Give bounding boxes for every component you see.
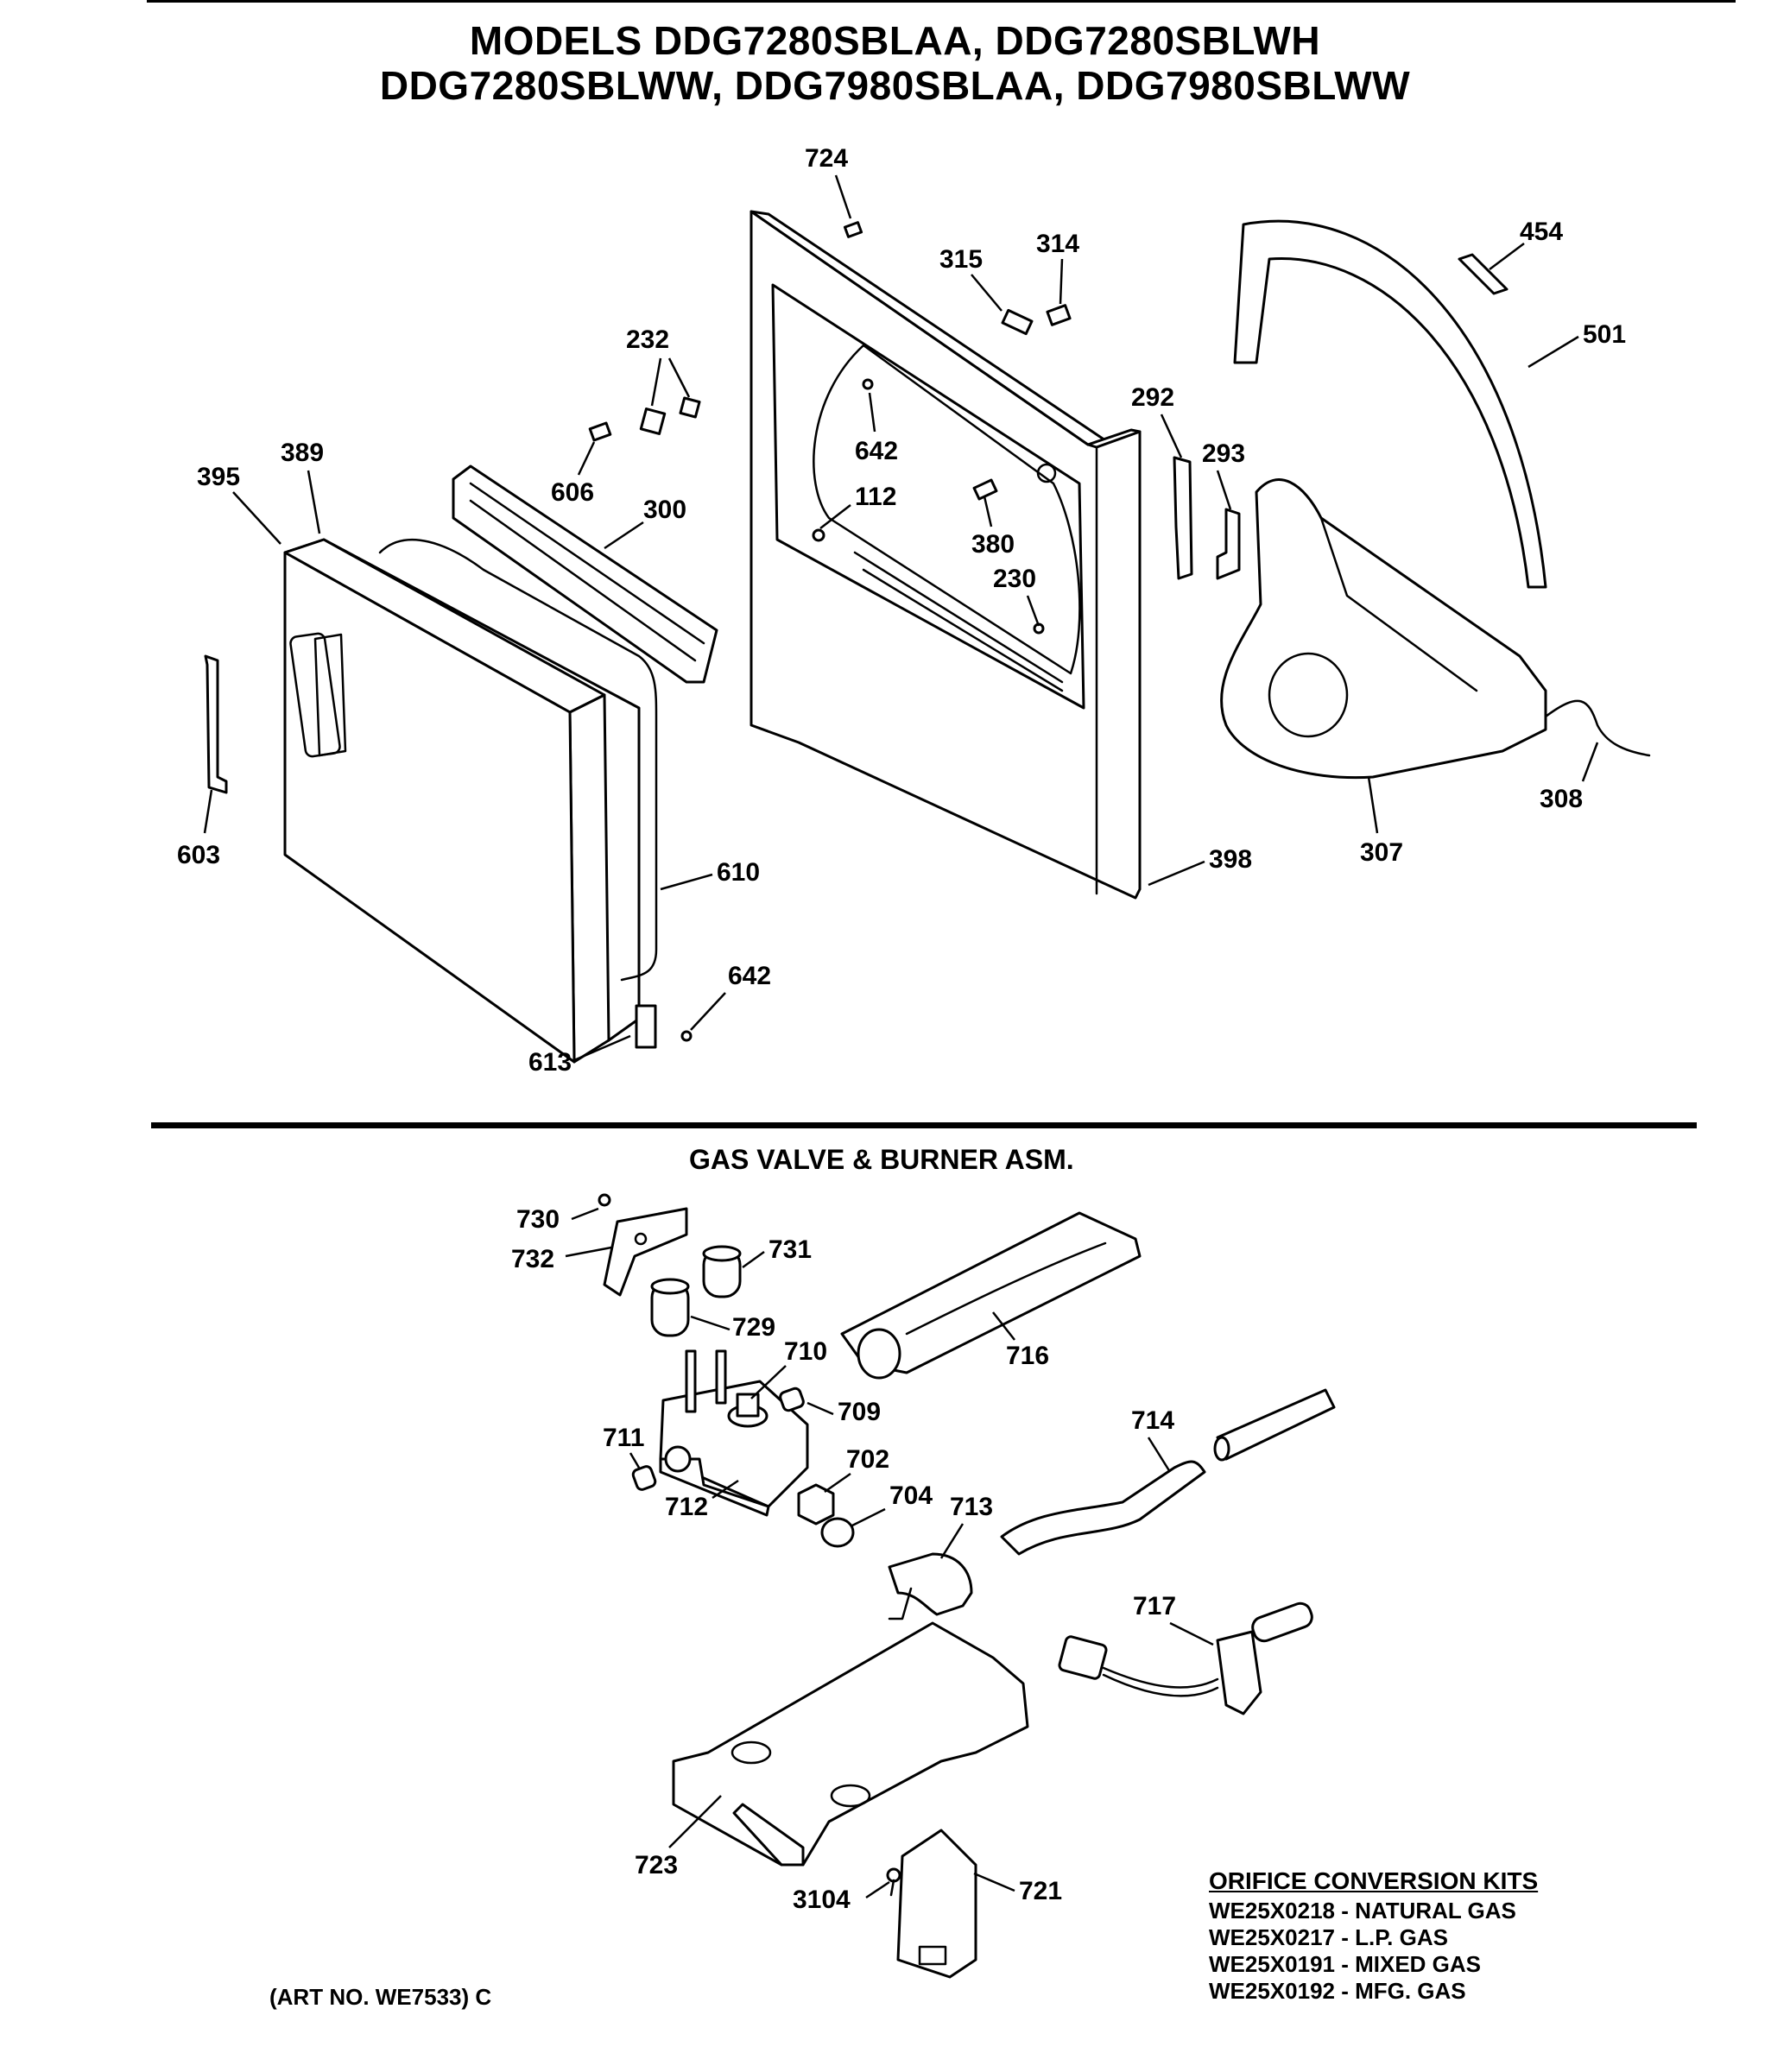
brackets-part (1173, 456, 1241, 580)
callout-721: 721 (1019, 1877, 1062, 1905)
section-divider (151, 1122, 1697, 1128)
igniter-part (1058, 1601, 1313, 1715)
callout-307: 307 (1360, 838, 1403, 867)
screw-3104-part (886, 1867, 901, 1897)
callout-713: 713 (950, 1493, 993, 1521)
gas-tube-part (1000, 1388, 1336, 1556)
callout-710: 710 (784, 1337, 827, 1366)
callout-3104: 3104 (793, 1886, 851, 1914)
callout-300: 300 (643, 496, 686, 524)
burner-bracket-part (672, 1621, 1029, 1867)
callout-603: 603 (177, 841, 220, 869)
door-part (283, 538, 641, 1064)
callout-730: 730 (516, 1205, 560, 1234)
art-number: (ART NO. WE7533) C (269, 1984, 492, 2010)
callout-293: 293 (1202, 439, 1245, 468)
callout-610: 610 (717, 858, 760, 887)
callout-454: 454 (1520, 218, 1563, 246)
lint-duct-part (452, 464, 718, 684)
valve-fittings-part (631, 1387, 855, 1548)
callout-308: 308 (1540, 785, 1583, 813)
burner-part (840, 1211, 1142, 1380)
callout-642-lower: 642 (728, 962, 771, 990)
callout-112: 112 (855, 483, 896, 511)
callout-717: 717 (1133, 1592, 1176, 1620)
front-panel-part (750, 210, 1142, 900)
page-title-line2: DDG7280SBLWW, DDG7980SBLAA, DDG7980SBLWW (379, 63, 1411, 108)
slide-part (1458, 253, 1509, 295)
callout-732: 732 (511, 1245, 554, 1273)
callout-395: 395 (197, 463, 240, 491)
coil-bracket-part (598, 1193, 688, 1297)
callout-711: 711 (603, 1424, 644, 1452)
callout-642-upper: 642 (855, 437, 898, 465)
callout-230: 230 (993, 565, 1036, 593)
door-handle-part (204, 654, 228, 794)
callout-709: 709 (838, 1398, 881, 1426)
callout-723: 723 (635, 1851, 678, 1879)
orifice-kit-item: WE25X0218 - NATURAL GAS (1209, 1898, 1516, 1924)
callout-714: 714 (1131, 1406, 1174, 1435)
callout-606: 606 (551, 478, 594, 507)
callout-292: 292 (1131, 383, 1174, 412)
mounting-bracket-part (896, 1829, 977, 1979)
wire-harness-part (1544, 699, 1651, 757)
callout-380: 380 (971, 530, 1015, 559)
callout-315: 315 (939, 245, 983, 274)
gas-valve-part (659, 1349, 809, 1517)
callout-716: 716 (1006, 1342, 1049, 1370)
coils-part (650, 1245, 742, 1337)
callout-729: 729 (732, 1313, 775, 1342)
callout-501: 501 (1583, 320, 1626, 349)
callout-731: 731 (768, 1235, 812, 1264)
callout-314: 314 (1036, 230, 1079, 258)
small-hardware (588, 221, 1072, 1049)
callout-702: 702 (846, 1445, 889, 1474)
callout-232: 232 (626, 325, 669, 354)
callout-613: 613 (528, 1048, 572, 1077)
bearing-ring-part (1233, 219, 1547, 589)
door-gasket-part (378, 539, 658, 982)
callout-712: 712 (665, 1493, 708, 1521)
callout-389: 389 (281, 439, 324, 467)
orifice-kit-item: WE25X0192 - MFG. GAS (1209, 1978, 1466, 2004)
orifice-kits-box: ORIFICE CONVERSION KITS WE25X0218 - NATU… (1209, 1867, 1538, 2005)
callout-398: 398 (1209, 845, 1252, 874)
top-rule (147, 0, 1736, 3)
callout-724: 724 (805, 144, 848, 173)
orifice-kit-item: WE25X0217 - L.P. GAS (1209, 1924, 1448, 1950)
section-title-gas-valve: GAS VALVE & BURNER ASM. (689, 1144, 1074, 1175)
bulkhead-part (1220, 478, 1547, 780)
elbow-fitting-part (888, 1552, 973, 1620)
orifice-kits-heading: ORIFICE CONVERSION KITS (1209, 1867, 1539, 1894)
page-title-line1: MODELS DDG7280SBLAA, DDG7280SBLWH (469, 18, 1321, 63)
callout-704: 704 (889, 1481, 933, 1510)
orifice-kit-item: WE25X0191 - MIXED GAS (1209, 1951, 1481, 1977)
